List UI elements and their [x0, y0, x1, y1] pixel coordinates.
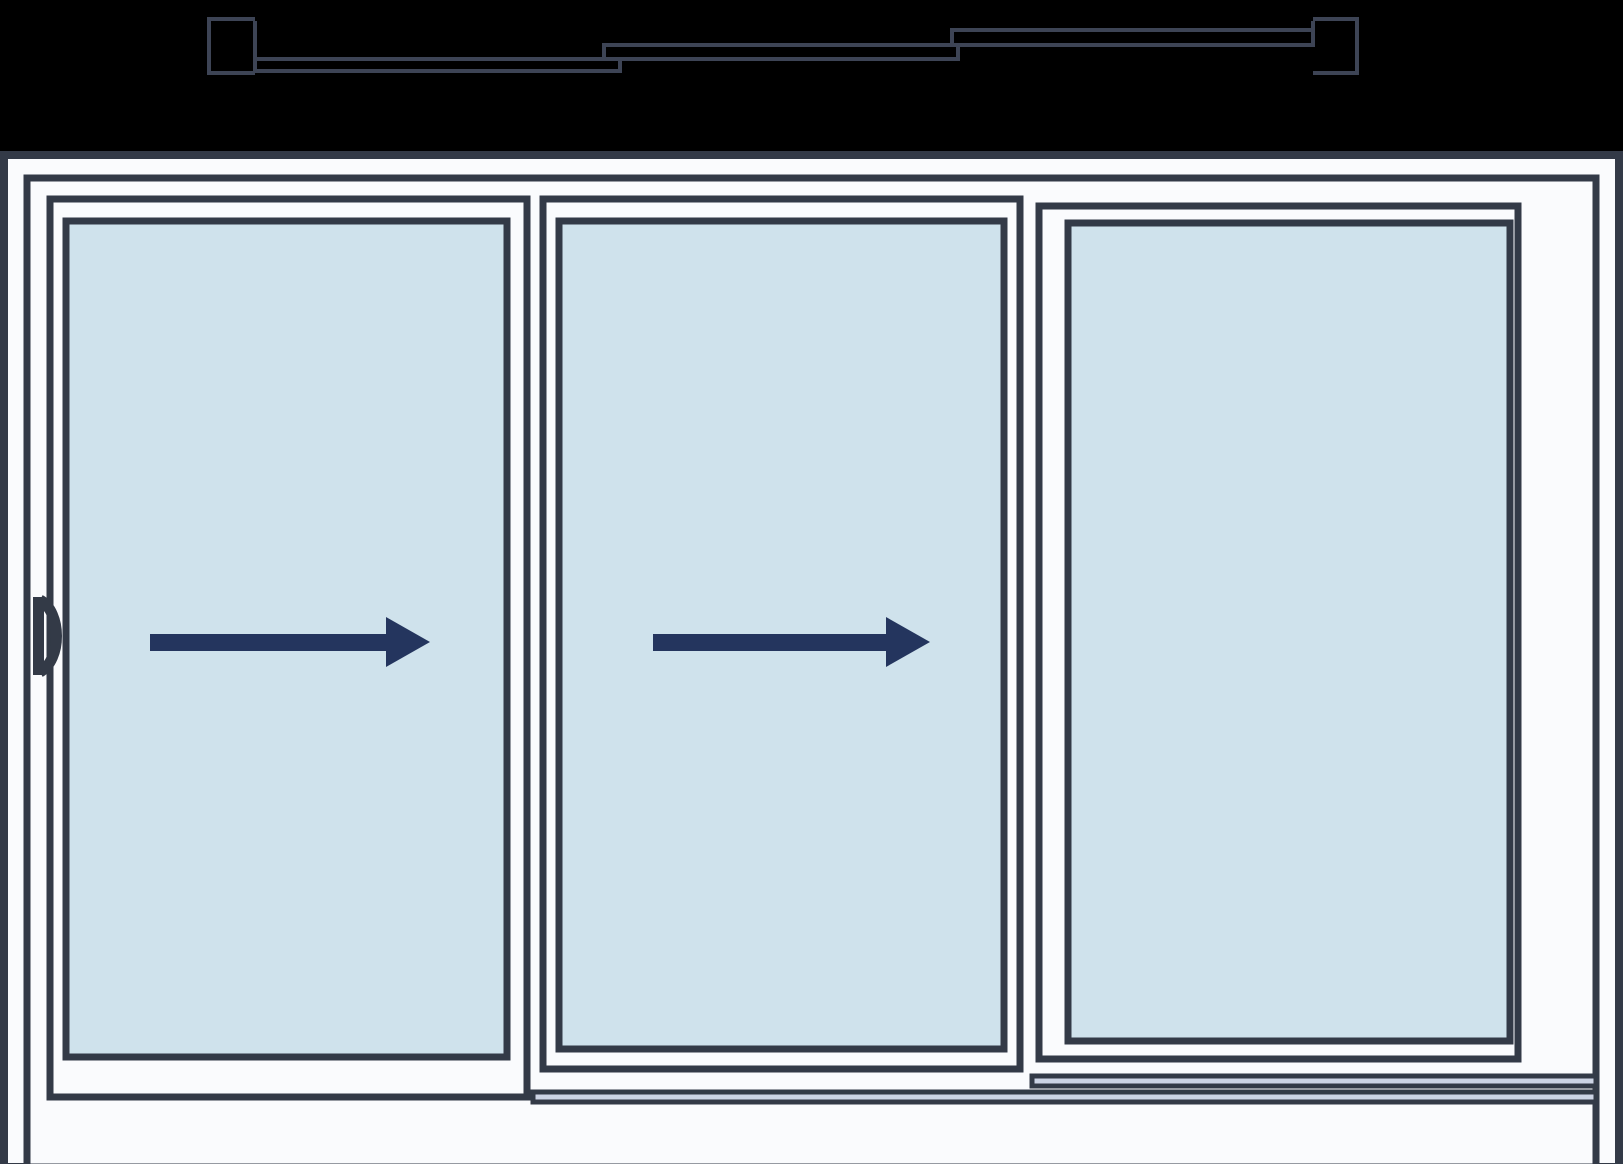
arrow-panel-1-head [386, 617, 430, 667]
track-right-bracket [1313, 17, 1359, 75]
arrow-panel-2-head [886, 617, 930, 667]
track-rail-middle [602, 43, 960, 61]
track-plan-group [207, 17, 1359, 75]
arrow-panel-2-shaft [653, 634, 893, 651]
handle-mount-plate [33, 597, 44, 675]
arrow-panel-1-shaft [150, 634, 390, 651]
panel-3-glass [1064, 219, 1514, 1045]
arrow-panel-2 [653, 617, 930, 667]
arrow-panel-1 [150, 617, 430, 667]
track-left-bracket [207, 17, 255, 75]
sill-track-inner [1029, 1073, 1599, 1089]
door-pull-handle-icon[interactable] [36, 595, 62, 677]
panel-1[interactable] [46, 195, 531, 1101]
sill-track-group [530, 1073, 1599, 1105]
handle-group[interactable] [33, 595, 62, 677]
sill-track-outer [530, 1089, 1599, 1105]
panel-3[interactable] [1035, 202, 1522, 1063]
